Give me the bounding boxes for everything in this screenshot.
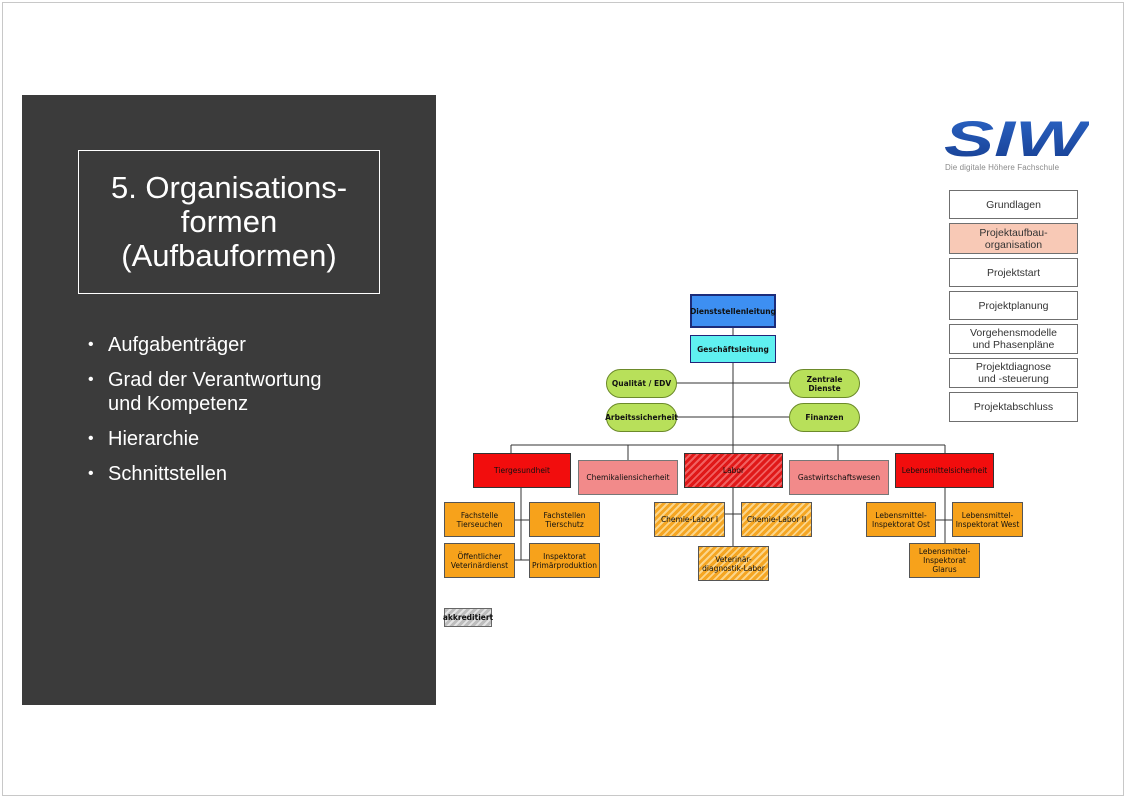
bullet-item: Hierarchie (88, 427, 321, 451)
org-node-fachstellen-tierschutz: Fachstellen Tierschutz (529, 502, 600, 537)
nav-item-grundlagen[interactable]: Grundlagen (949, 190, 1078, 219)
nav-item-projektabschluss[interactable]: Projektabschluss (949, 392, 1078, 422)
org-node-veterinaerdiagnostik-labor: Veterinär- diagnostik-Labor (698, 546, 769, 581)
org-node-labor: Labor (684, 453, 783, 488)
logo-text: SIW (944, 114, 1089, 167)
org-node-inspektorat-ost: Lebensmittel- Inspektorat Ost (866, 502, 936, 537)
org-node-dienststellenleitung: Dienststellenleitung (690, 294, 776, 328)
org-node-zentrale-dienste: Zentrale Dienste (789, 369, 860, 398)
nav-item-projektdiagnose[interactable]: Projektdiagnose und -steuerung (949, 358, 1078, 388)
siw-logo: SIW (944, 114, 1089, 167)
org-node-oeffentlicher-veterinaerdienst: Öffentlicher Veterinärdienst (444, 543, 515, 578)
title-panel: 5. Organisations- formen (Aufbauformen) … (22, 95, 436, 705)
title-box: 5. Organisations- formen (Aufbauformen) (78, 150, 380, 294)
legend-akkreditiert: akkreditiert (443, 608, 493, 627)
logo-tagline: Die digitale Höhere Fachschule (945, 163, 1060, 172)
nav-item-vorgehensmodelle[interactable]: Vorgehensmodelle und Phasenpläne (949, 324, 1078, 354)
org-node-gastwirtschaftswesen: Gastwirtschaftswesen (789, 460, 889, 495)
org-node-chemikaliensicherheit: Chemikaliensicherheit (578, 460, 678, 495)
org-node-lebensmittelsicherheit: Lebensmittelsicherheit (895, 453, 994, 488)
org-node-inspektorat-primaerproduktion: Inspektorat Primärproduktion (529, 543, 600, 578)
nav-item-projektaufbauorganisation[interactable]: Projektaufbau- organisation (949, 223, 1078, 254)
org-node-inspektorat-west: Lebensmittel- Inspektorat West (952, 502, 1023, 537)
org-node-chemie-labor-1: Chemie-Labor I (654, 502, 725, 537)
bullet-item: Grad der Verantwortung und Kompetenz (88, 368, 321, 416)
bullet-item: Aufgabenträger (88, 333, 321, 357)
org-node-finanzen: Finanzen (789, 403, 860, 432)
org-node-qualitaet-edv: Qualität / EDV (606, 369, 677, 398)
nav-item-projektplanung[interactable]: Projektplanung (949, 291, 1078, 320)
slide-title: 5. Organisations- formen (Aufbauformen) (110, 170, 348, 273)
bullet-item: Schnittstellen (88, 462, 321, 486)
org-node-chemie-labor-2: Chemie-Labor II (741, 502, 812, 537)
org-node-inspektorat-glarus: Lebensmittel- Inspektorat Glarus (909, 543, 980, 578)
nav-item-projektstart[interactable]: Projektstart (949, 258, 1078, 287)
org-node-tiergesundheit: Tiergesundheit (473, 453, 571, 488)
org-chart-connectors (510, 328, 952, 561)
org-node-fachstelle-tierseuchen: Fachstelle Tierseuchen (444, 502, 515, 537)
org-chart: Dienststellenleitung Geschäftsleitung Qu… (440, 290, 1030, 635)
org-node-geschaeftsleitung: Geschäftsleitung (690, 335, 776, 363)
org-node-arbeitssicherheit: Arbeitssicherheit (605, 403, 678, 432)
bullet-list: Aufgabenträger Grad der Verantwortung un… (88, 333, 321, 497)
